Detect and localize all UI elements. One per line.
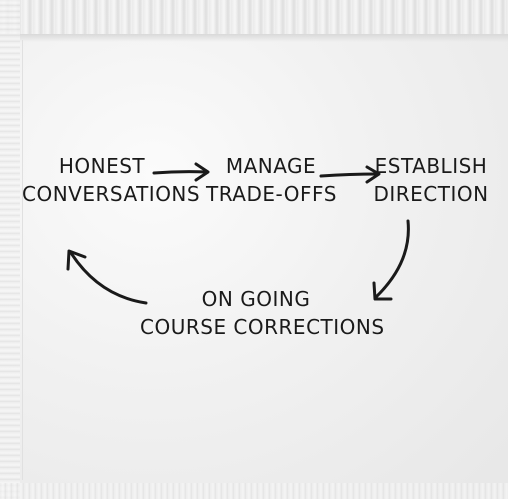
node-manage-line1: MANAGE xyxy=(225,154,317,178)
node-honest-line2: CONVERSATIONS xyxy=(22,182,201,206)
node-ongoing-line1: ON GOING xyxy=(201,287,311,311)
node-honest-conversations: HONEST CONVERSATIONS xyxy=(22,152,201,208)
node-establish-direction: ESTABLISH DIRECTION xyxy=(368,152,494,208)
napkin-edge-shadow xyxy=(0,34,508,42)
napkin-left-border xyxy=(0,0,20,499)
node-ongoing-line2: COURSE CORRECTIONS xyxy=(140,315,385,339)
napkin-fold-line xyxy=(22,40,23,480)
node-ongoing-course-corrections: ON GOING COURSE CORRECTIONS xyxy=(140,285,385,341)
node-manage-line2: TRADE-OFFS xyxy=(206,182,337,206)
arrow-honest-to-manage xyxy=(152,162,210,182)
arrow-ongoing-to-honest xyxy=(66,249,148,305)
napkin-bottom-border xyxy=(0,483,508,499)
node-establish-line1: ESTABLISH xyxy=(374,154,488,178)
node-manage-trade-offs: MANAGE TRADE-OFFS xyxy=(206,152,336,208)
napkin-crimped-edge xyxy=(0,0,508,34)
node-honest-line1: HONEST xyxy=(58,154,146,178)
arrow-manage-to-establish xyxy=(319,165,381,184)
node-establish-line2: DIRECTION xyxy=(373,182,489,206)
arrow-establish-to-ongoing xyxy=(372,219,410,301)
